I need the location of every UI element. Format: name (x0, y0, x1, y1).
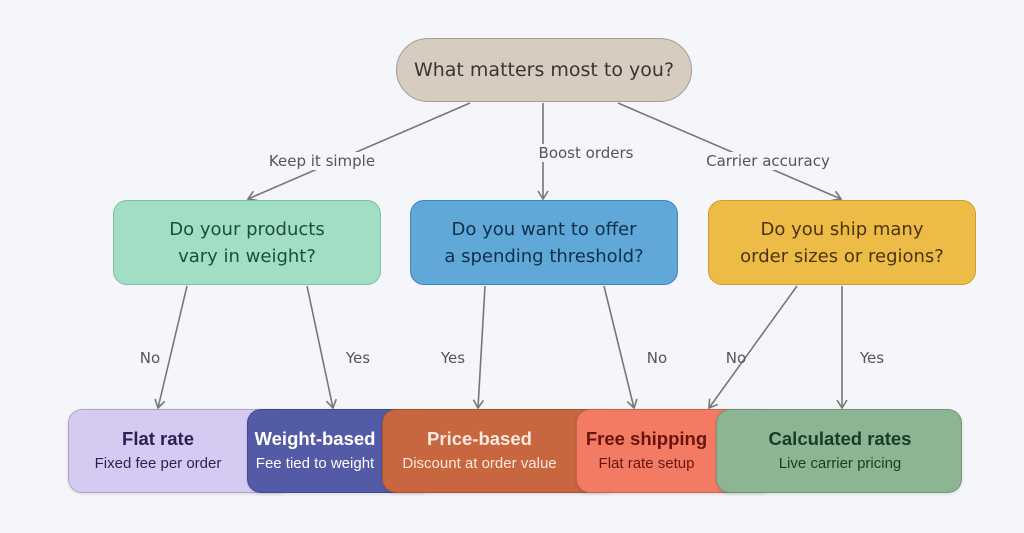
outcome-subtitle: Live carrier pricing (778, 455, 902, 472)
outcome-subtitle: Flat rate setup (598, 455, 695, 472)
root-question-node: What matters most to you? (396, 38, 692, 102)
outcome-text-block: Calculated rates Live carrier pricing (717, 410, 961, 492)
outcome-title: Price-based (427, 428, 532, 449)
edge-keep-simple (246, 102, 471, 202)
edge-label: Yes (342, 349, 374, 367)
question-node-threshold: Do you want to offer a spending threshol… (410, 200, 678, 285)
outcome-text-block: Price-based Discount at order value (383, 410, 576, 492)
edge-label: Yes (856, 349, 888, 367)
question-node-weight: Do your products vary in weight? (113, 200, 381, 285)
question-text: Do you want to offer (451, 218, 637, 240)
outcome-text-block: Weight-based Fee tied to weight (248, 410, 382, 492)
branch-label-keep-simple: Keep it simple (265, 152, 379, 170)
edge-q1-yes (306, 285, 337, 410)
outcome-subtitle: Fixed fee per order (94, 455, 222, 472)
branch-label-carrier-accuracy: Carrier accuracy (703, 152, 833, 170)
edge-label: No (136, 349, 164, 367)
question-text: Do your products (169, 218, 325, 240)
outcome-subtitle: Discount at order value (402, 455, 557, 472)
outcome-subtitle: Fee tied to weight (255, 455, 375, 472)
question-text: Do you ship many (760, 218, 924, 240)
outcome-text-block: Flat rate Fixed fee per order (69, 410, 247, 492)
outcome-title: Flat rate (122, 428, 194, 449)
outcome-text-block: Free shipping Flat rate setup (577, 410, 716, 492)
branch-label-boost-orders: Boost orders (535, 144, 637, 162)
edge-label: No (643, 349, 671, 367)
edge-label: No (725, 349, 747, 367)
question-text: vary in weight? (178, 245, 316, 267)
edge-q2-no (603, 285, 638, 410)
outcome-calculated-rates: Calculated rates Live carrier pricing (716, 409, 962, 493)
question-text: a spending threshold? (444, 245, 644, 267)
edge-label: Yes (437, 349, 469, 367)
question-node-regions: Do you ship many order sizes or regions? (708, 200, 976, 285)
outcome-title: Calculated rates (768, 428, 912, 449)
question-text: order sizes or regions? (740, 245, 944, 267)
outcome-title: Free shipping (585, 428, 708, 449)
edge-q1-no (154, 285, 188, 410)
edge-q2-yes (472, 285, 486, 410)
edge-q3-no (708, 285, 798, 410)
root-question-text: What matters most to you? (413, 59, 675, 81)
outcome-title: Weight-based (254, 428, 376, 449)
edge-carrier-accuracy (617, 102, 843, 202)
